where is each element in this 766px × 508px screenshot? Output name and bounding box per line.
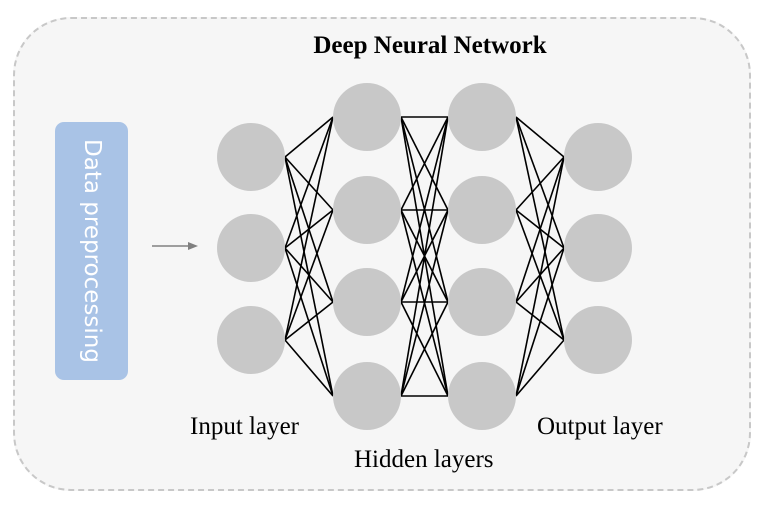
edge-hidden-2-2-to-output-1	[515, 156, 565, 211]
edge-input-1-to-hidden-1-1	[284, 116, 334, 158]
edge-hidden-2-4-to-output-1	[515, 156, 565, 397]
edge-input-3-to-hidden-1-2	[284, 209, 334, 341]
output-node-1	[564, 123, 632, 191]
edge-hidden-1-4-to-hidden-2-3	[400, 301, 449, 397]
hidden-2-node-3	[448, 268, 516, 336]
output-node-2	[564, 214, 632, 282]
edge-hidden-1-3-to-hidden-2-1	[400, 116, 449, 303]
preprocessing-box: Data preprocessing	[55, 122, 128, 380]
edge-hidden-1-2-to-hidden-2-1	[400, 116, 449, 211]
output-node-3	[564, 306, 632, 374]
hidden-1-node-1	[333, 83, 401, 151]
hidden-2-node-2	[448, 176, 516, 244]
hidden-1-node-2	[333, 176, 401, 244]
edge-input-3-to-hidden-1-4	[284, 339, 334, 397]
hidden-layers-label: Hidden layers	[354, 446, 494, 473]
input-arrow	[152, 242, 198, 250]
hidden-2-node-1	[448, 83, 516, 151]
edges-group	[284, 116, 565, 397]
input-node-3	[217, 306, 285, 374]
hidden-1-node-3	[333, 268, 401, 336]
edge-hidden-1-4-to-hidden-2-2	[400, 209, 449, 397]
edge-input-3-to-hidden-1-1	[284, 116, 334, 341]
edge-hidden-2-4-to-output-3	[515, 339, 565, 397]
hidden-1-node-4	[333, 362, 401, 430]
edge-hidden-1-4-to-hidden-2-1	[400, 116, 449, 397]
input-layer-label: Input layer	[190, 413, 299, 440]
input-node-1	[217, 123, 285, 191]
nodes-group	[217, 83, 632, 430]
edge-input-2-to-hidden-1-1	[284, 116, 334, 249]
edge-input-3-to-hidden-1-3	[284, 301, 334, 341]
input-node-2	[217, 214, 285, 282]
edge-hidden-2-1-to-output-1	[515, 116, 565, 158]
hidden-2-node-4	[448, 362, 516, 430]
output-layer-label: Output layer	[537, 413, 663, 440]
diagram-title: Deep Neural Network	[313, 32, 547, 59]
edge-hidden-2-3-to-output-1	[515, 156, 565, 303]
edge-hidden-2-4-to-output-2	[515, 247, 565, 397]
